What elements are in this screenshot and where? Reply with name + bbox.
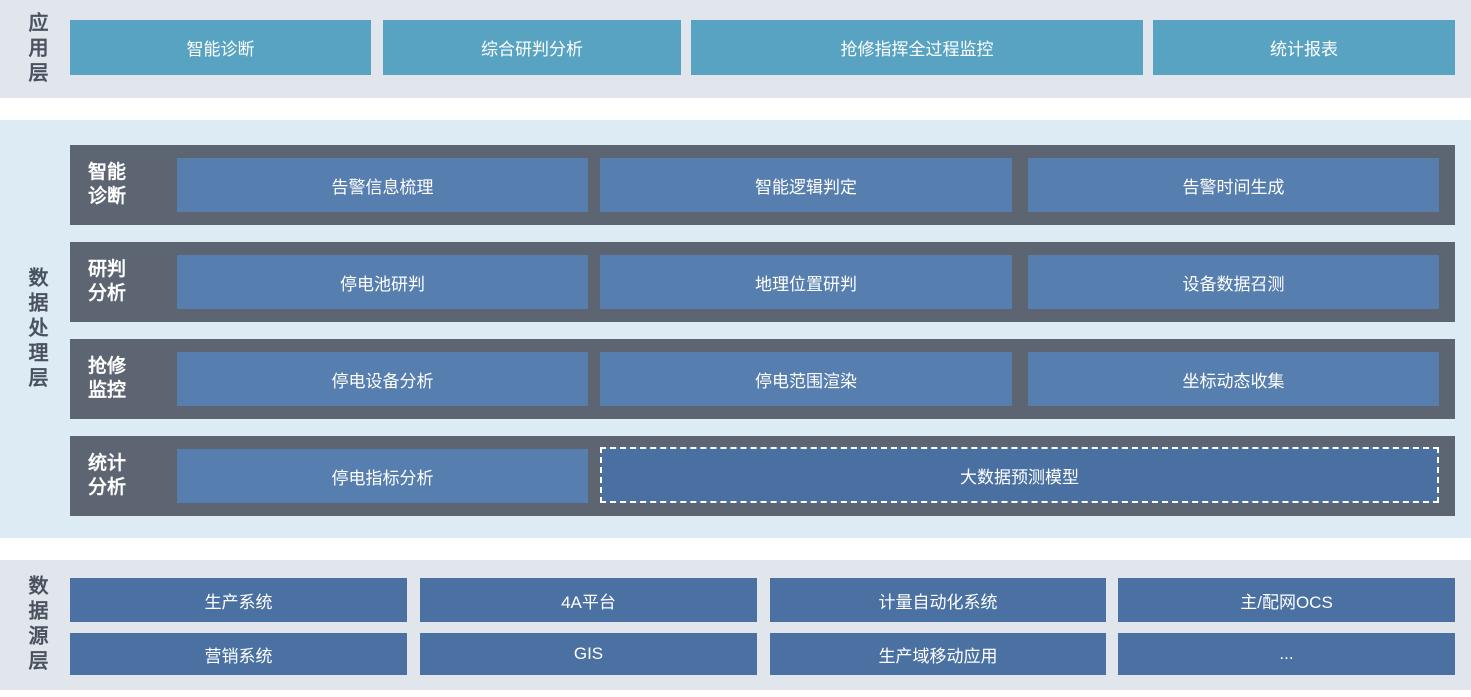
source-block-gis: GIS [420, 633, 757, 675]
data-source-layer-band: 数据源层 生产系统 4A平台 计量自动化系统 主/配网OCS 营销系统 GIS … [0, 560, 1471, 690]
process-block-outage-battery-analysis: 停电池研判 [177, 255, 588, 309]
app-block-intelligent-diagnosis: 智能诊断 [70, 20, 371, 75]
process-row-research-analysis: 研判 分析 停电池研判 地理位置研判 设备数据召测 [70, 242, 1455, 322]
process-block-device-data-recall: 设备数据召测 [1028, 255, 1439, 309]
source-block-more-ellipsis: ... [1118, 633, 1455, 675]
app-block-statistical-reports: 统计报表 [1153, 20, 1455, 75]
process-block-outage-range-rendering: 停电范围渲染 [600, 352, 1012, 406]
process-block-geographic-location-analysis: 地理位置研判 [600, 255, 1012, 309]
process-row-intelligent-diagnosis: 智能 诊断 告警信息梳理 智能逻辑判定 告警时间生成 [70, 145, 1455, 225]
process-row-label: 智能 诊断 [88, 162, 127, 207]
data-processing-layer-band: 数据处理层 智能 诊断 告警信息梳理 智能逻辑判定 告警时间生成 研判 分析 停… [0, 120, 1471, 538]
process-row-label: 抢修 监控 [88, 356, 127, 401]
process-block-bigdata-prediction-model: 大数据预测模型 [600, 447, 1439, 503]
process-block-alarm-time-generation: 告警时间生成 [1028, 158, 1439, 212]
app-block-repair-command-monitoring: 抢修指挥全过程监控 [691, 20, 1143, 75]
source-block-main-distribution-ocs: 主/配网OCS [1118, 578, 1455, 622]
process-row-repair-monitoring: 抢修 监控 停电设备分析 停电范围渲染 坐标动态收集 [70, 339, 1455, 419]
source-block-4a-platform: 4A平台 [420, 578, 757, 622]
process-block-outage-device-analysis: 停电设备分析 [177, 352, 588, 406]
source-block-marketing-system: 营销系统 [70, 633, 407, 675]
application-layer-band: 应用层 智能诊断 综合研判分析 抢修指挥全过程监控 统计报表 [0, 0, 1471, 98]
process-row-statistical-analysis: 统计 分析 停电指标分析 大数据预测模型 [70, 436, 1455, 516]
process-block-coordinate-dynamic-collection: 坐标动态收集 [1028, 352, 1439, 406]
source-block-production-system: 生产系统 [70, 578, 407, 622]
data-source-layer-label: 数据源层 [25, 575, 47, 675]
process-block-intelligent-logic-judgment: 智能逻辑判定 [600, 158, 1012, 212]
source-block-metering-automation-system: 计量自动化系统 [770, 578, 1106, 622]
process-row-label: 研判 分析 [88, 259, 127, 304]
process-row-label: 统计 分析 [88, 453, 127, 498]
process-block-alarm-info-sorting: 告警信息梳理 [177, 158, 588, 212]
process-block-outage-indicator-analysis: 停电指标分析 [177, 449, 588, 503]
source-block-production-mobile-app: 生产域移动应用 [770, 633, 1106, 675]
app-block-comprehensive-analysis: 综合研判分析 [383, 20, 681, 75]
data-processing-layer-label: 数据处理层 [25, 266, 47, 392]
application-layer-label: 应用层 [25, 11, 47, 87]
